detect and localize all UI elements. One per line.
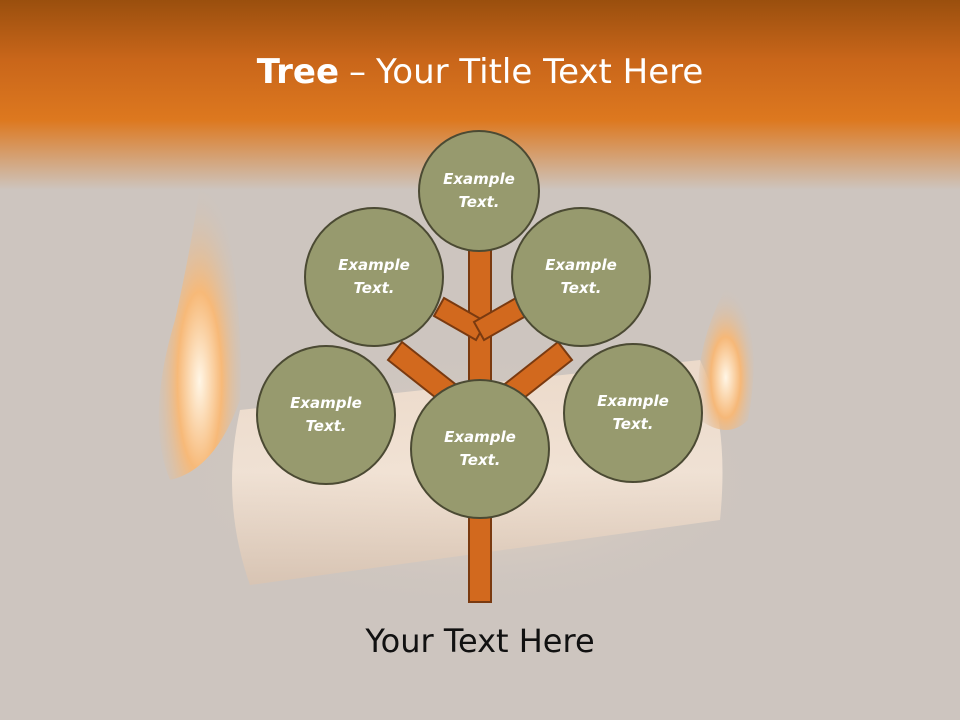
node-line: Text. bbox=[560, 279, 602, 297]
node-line: Text. bbox=[353, 279, 395, 297]
node-line: Text. bbox=[458, 193, 500, 211]
title-text: Your Title Text Here bbox=[376, 52, 704, 92]
node-line: Example bbox=[597, 392, 669, 410]
tree-node-right: Example Text. bbox=[563, 343, 703, 483]
title-dash: – bbox=[349, 52, 367, 92]
node-line: Example bbox=[290, 394, 362, 412]
tree-node-left: Example Text. bbox=[256, 345, 396, 485]
slide-title: Tree–Your Title Text Here bbox=[0, 52, 960, 92]
node-line: Text. bbox=[459, 451, 501, 469]
branch-upper-left bbox=[432, 296, 488, 342]
tree-node-upper-left: Example Text. bbox=[304, 207, 444, 347]
tree-node-center: Example Text. bbox=[410, 379, 550, 519]
tree-node-upper-right: Example Text. bbox=[511, 207, 651, 347]
footer-text: Your Text Here bbox=[365, 622, 595, 660]
node-line: Text. bbox=[612, 415, 654, 433]
node-line: Example bbox=[444, 428, 516, 446]
title-keyword: Tree bbox=[256, 52, 340, 92]
tree-node-top: Example Text. bbox=[418, 130, 540, 252]
node-line: Example bbox=[338, 256, 410, 274]
node-line: Example bbox=[545, 256, 617, 274]
node-line: Text. bbox=[305, 417, 347, 435]
node-line: Example bbox=[443, 170, 515, 188]
